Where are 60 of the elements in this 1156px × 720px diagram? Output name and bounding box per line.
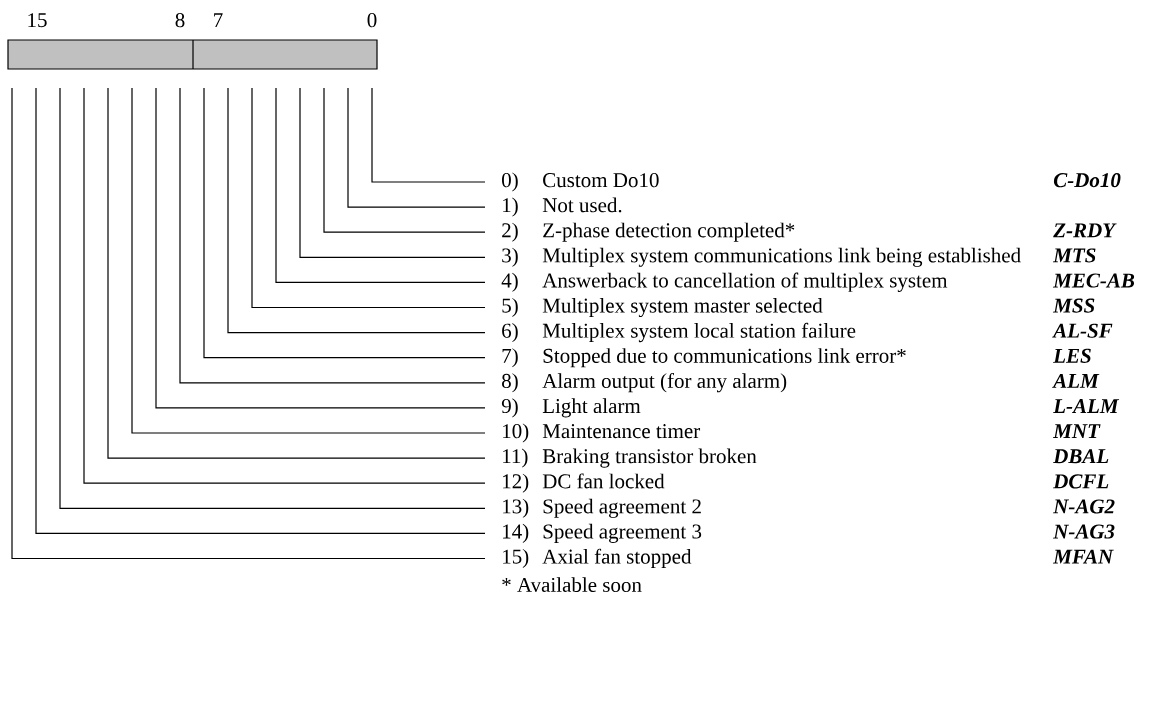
item-description: Multiplex system communications link being established (542, 247, 1021, 267)
item-description: Maintenance timer (542, 424, 701, 439)
item-description: Braking transistor broken (542, 448, 757, 468)
signal-name: ALM (1052, 373, 1100, 388)
item-number: 5) (502, 297, 518, 317)
item-description: Multiplex system master selected (542, 297, 823, 318)
signal-name: MNT (1052, 424, 1101, 438)
item-description: Light alarm (542, 398, 641, 418)
item-description: Answerback to cancellation of multiplex system (542, 272, 948, 292)
leader-line (347, 87, 486, 208)
item-number: 15) (503, 548, 529, 568)
item-number: 14) (503, 523, 529, 543)
leader-line (251, 87, 486, 309)
signal-name: N-AG3 (1053, 524, 1115, 539)
bit-number: 0 (367, 13, 377, 28)
signal-name: MSS (1052, 298, 1095, 313)
signal-name: LES (1053, 348, 1091, 363)
signal-name: MEC-AB (1052, 273, 1135, 288)
item-description: Alarm output (for any alarm) (542, 373, 787, 393)
signal-name: MFAN (1052, 549, 1114, 564)
leader-line (203, 87, 486, 359)
item-number: 3) (502, 247, 518, 267)
item-description: Custom Do10 (543, 173, 659, 188)
item-number: 6) (502, 323, 518, 343)
item-description: Stopped due to communications link error* (543, 348, 906, 368)
bit-number: 8 (175, 13, 185, 28)
signal-name: DCFL (1053, 474, 1109, 489)
bit-number: 15 (28, 13, 47, 28)
item-number: 9) (501, 398, 518, 418)
item-number: 7) (502, 348, 518, 368)
leader-line (227, 87, 486, 334)
item-description: Axial fan stopped (542, 548, 692, 568)
signal-name: N-AG2 (1053, 499, 1115, 514)
signal-name: L-ALM (1053, 399, 1120, 413)
item-description: Speed agreement 2 (543, 498, 701, 518)
leader-line (275, 87, 486, 283)
item-description: DC fan locked (542, 473, 665, 489)
item-description: Speed agreement 3 (543, 523, 702, 543)
item-number: 4) (501, 272, 518, 292)
item-number: 10) (503, 423, 529, 443)
leader-line (371, 87, 486, 183)
item-description: Not used. (542, 197, 622, 213)
item-number: 0) (502, 172, 518, 192)
item-number: 8) (502, 373, 518, 393)
footnote: * Available soon (502, 577, 642, 592)
item-number: 1) (503, 197, 518, 217)
signal-name: Z-RDY (1053, 223, 1117, 238)
item-description: Multiplex system local station failure (542, 322, 856, 343)
leader-line (299, 87, 486, 258)
item-number: 11) (503, 448, 528, 468)
item-number: 13) (503, 498, 529, 518)
item-number: 12) (503, 473, 529, 493)
bit-number: 7 (214, 13, 223, 27)
item-description: Z-phase detection completed* (543, 222, 795, 242)
signal-name: DBAL (1053, 449, 1109, 464)
item-number: 2) (502, 222, 518, 242)
leader-line (323, 87, 486, 233)
signal-name: MTS (1052, 248, 1096, 263)
signal-name: C-Do10 (1053, 173, 1121, 188)
signal-name: AL-SF (1052, 323, 1113, 338)
